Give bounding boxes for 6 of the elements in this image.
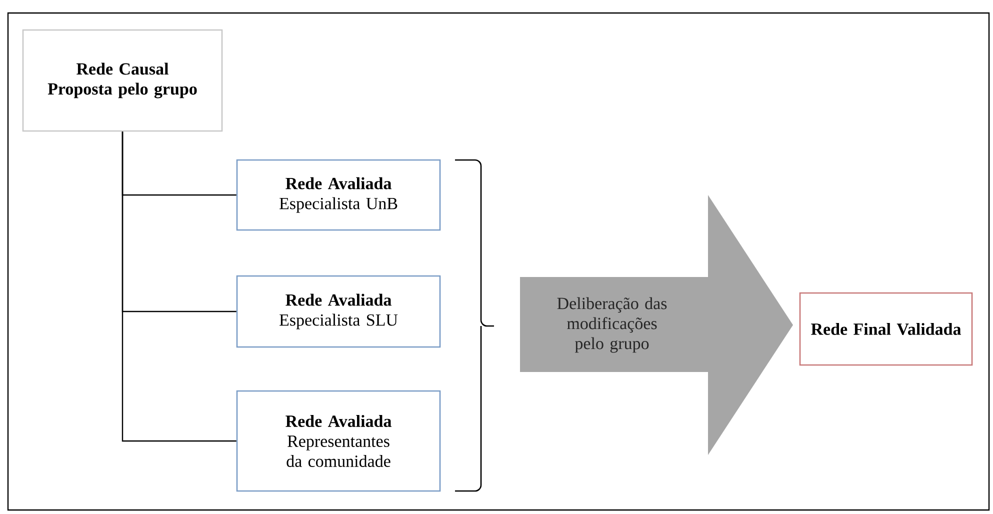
source-box: Rede Causal Proposta pelo grupo (22, 29, 223, 132)
result-box: Rede Final Validada (799, 292, 973, 366)
evaluation-box: Rede Avaliada Representantes da comunidade (236, 390, 441, 492)
evaluation-box: Rede Avaliada Especialista UnB (236, 159, 441, 231)
evaluation-box: Rede Avaliada Especialista SLU (236, 275, 441, 348)
connector-line (122, 132, 236, 442)
